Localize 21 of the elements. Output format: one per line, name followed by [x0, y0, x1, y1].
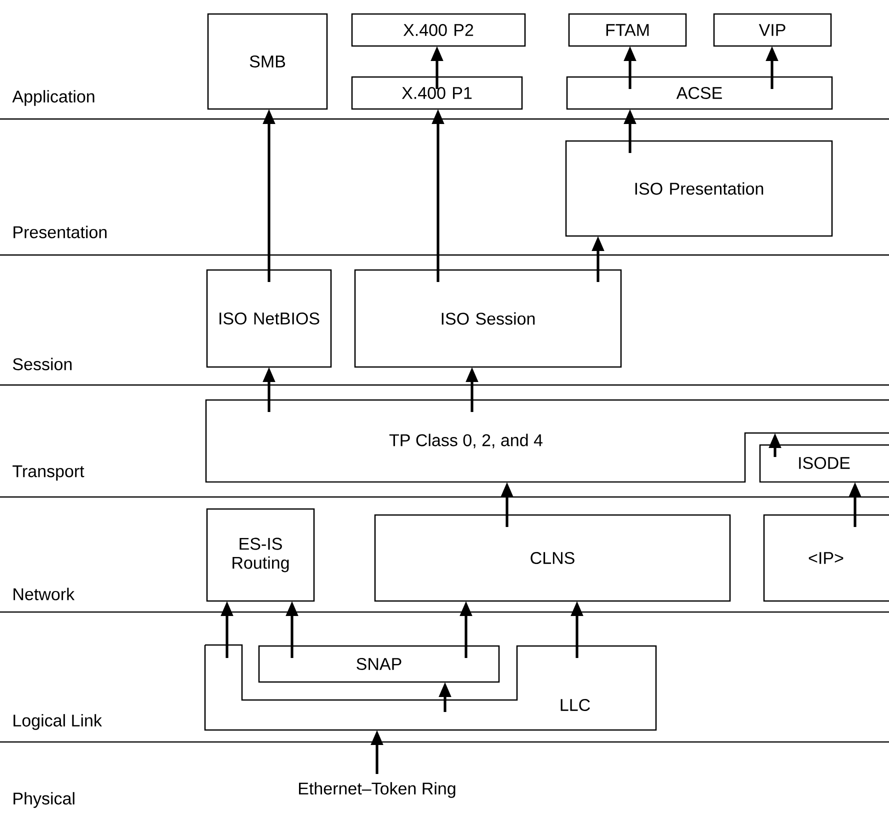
layer-label: Presentation: [14, 226, 107, 238]
layer-label: Physical: [14, 792, 74, 808]
layer-label: Application: [12, 90, 94, 106]
medium-label: Ethernet–Token Ring: [299, 782, 456, 798]
protocol-box: X.400 P1: [351, 76, 523, 110]
protocol-box: <IP>: [763, 514, 889, 602]
protocol-box: X.400 P2: [351, 13, 526, 47]
protocol-box: ISO Presentation: [565, 140, 833, 237]
layer-label: Transport: [12, 465, 84, 481]
protocol-box: VIP: [713, 13, 832, 47]
protocol-box: FTAM: [568, 13, 687, 47]
protocol-box: ISO NetBIOS: [206, 269, 332, 368]
protocol-box: SMB: [207, 13, 328, 110]
layer-label: Network: [14, 588, 75, 600]
protocol-box: CLNS: [374, 514, 731, 602]
protocol-box: ES-IS Routing: [206, 508, 315, 602]
protocol-box: ACSE: [566, 76, 833, 110]
layer-label: Session: [12, 358, 72, 370]
layer-label: Logical Link: [14, 714, 102, 730]
protocol-box: SNAP: [258, 645, 500, 683]
protocol-box: ISO Session: [354, 269, 622, 368]
